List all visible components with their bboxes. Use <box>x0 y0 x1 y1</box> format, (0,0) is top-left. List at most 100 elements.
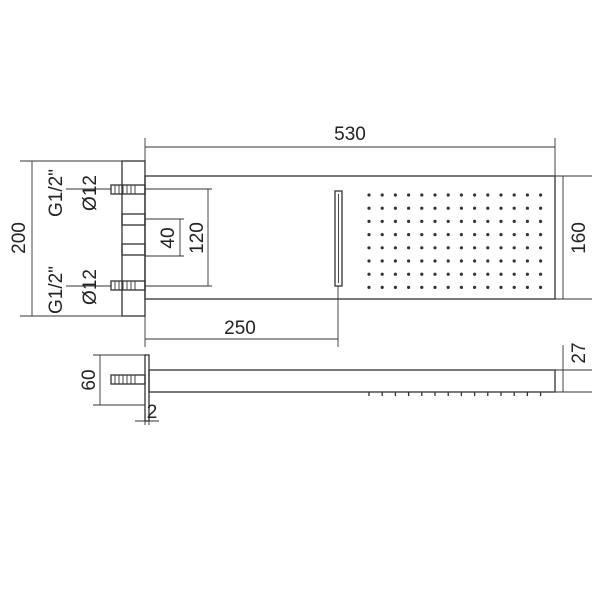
nozzle-dot <box>459 259 463 263</box>
dim-side-depth-label: 27 <box>569 342 590 363</box>
pipe-diameter-top-label: Ø12 <box>80 175 101 211</box>
nozzle-dot <box>367 219 371 223</box>
nozzle-dot <box>446 193 450 197</box>
dim-side-offset: 2 <box>135 402 159 425</box>
nozzle-dot <box>380 259 384 263</box>
nozzle-dot <box>539 272 543 276</box>
dim-total-length-label: 530 <box>334 124 366 145</box>
nozzle-dot <box>539 285 543 289</box>
dim-side-height: 60 <box>79 354 145 406</box>
nozzle-dot <box>473 193 477 197</box>
dim-side-height-label: 60 <box>79 369 100 390</box>
nozzle-dot <box>473 206 477 210</box>
nozzle-dot <box>473 246 477 250</box>
nozzle-dot <box>446 206 450 210</box>
nozzle-grid <box>367 193 543 289</box>
nozzle-dot <box>433 233 437 237</box>
nozzle-dot <box>446 272 450 276</box>
thread-top-label: G1/2" <box>46 169 67 217</box>
nozzle-dot <box>433 193 437 197</box>
nozzle-dot <box>499 206 503 210</box>
nozzle-dot <box>393 246 397 250</box>
nozzle-dot <box>380 206 384 210</box>
nozzle-dot <box>486 193 490 197</box>
nozzle-dot <box>446 285 450 289</box>
nozzle-dot <box>393 219 397 223</box>
nozzle-dot <box>486 233 490 237</box>
nozzle-dot <box>367 233 371 237</box>
shower-head-outline <box>144 175 556 300</box>
nozzle-dot <box>459 193 463 197</box>
nozzle-dot <box>499 285 503 289</box>
nozzle-dot <box>367 193 371 197</box>
nozzle-dot <box>393 233 397 237</box>
nozzle-dot <box>525 246 530 250</box>
nozzle-dot <box>420 219 424 223</box>
dim-pipe-spacing-inner: 40 <box>145 218 184 257</box>
dim-side-depth: 27 <box>555 342 592 393</box>
nozzle-dot <box>512 219 516 223</box>
nozzle-dot <box>512 246 516 250</box>
nozzle-dot <box>380 193 384 197</box>
thread-bottom-label: G1/2" <box>46 266 67 314</box>
nozzle-dot <box>446 233 450 237</box>
inlet-pipe-mid-upper <box>121 213 146 226</box>
dim-side-offset-label: 2 <box>147 402 158 423</box>
nozzle-dot <box>420 193 424 197</box>
nozzle-dot <box>459 206 463 210</box>
nozzle-dot <box>499 259 503 263</box>
side-view: 60 27 2 <box>79 342 592 425</box>
nozzle-dot <box>539 206 543 210</box>
nozzle-dot <box>380 233 384 237</box>
nozzle-dot <box>459 285 463 289</box>
nozzle-dot <box>393 193 397 197</box>
nozzle-dot <box>433 246 437 250</box>
nozzle-dot <box>446 219 450 223</box>
waterfall-slot <box>334 190 343 287</box>
nozzle-dot <box>367 259 371 263</box>
nozzle-dot <box>433 272 437 276</box>
dim-total-height-label: 200 <box>9 222 30 254</box>
nozzle-dot <box>539 193 543 197</box>
nozzle-dot <box>407 246 411 250</box>
nozzle-dot <box>420 233 424 237</box>
dim-head-height-label: 160 <box>569 222 590 254</box>
nozzle-dot <box>539 259 543 263</box>
nozzle-dot <box>420 272 424 276</box>
nozzle-dot <box>512 233 516 237</box>
nozzle-dot <box>433 259 437 263</box>
nozzle-dot <box>486 259 490 263</box>
nozzle-dot <box>512 285 516 289</box>
nozzle-dot <box>393 206 397 210</box>
dim-arm-length: 250 <box>144 286 339 347</box>
nozzle-dot <box>433 285 437 289</box>
nozzle-dot <box>486 272 490 276</box>
nozzle-dot <box>525 272 530 276</box>
nozzle-dot <box>525 193 530 197</box>
nozzle-dot <box>525 219 530 223</box>
nozzle-dot <box>539 246 543 250</box>
nozzle-dot <box>393 272 397 276</box>
nozzle-dot <box>420 246 424 250</box>
pipe-diameter-bottom-label: Ø12 <box>80 269 101 305</box>
top-view: 530 160 200 G1/2" Ø12 G1/2" Ø12 40 <box>9 124 592 347</box>
inlet-pipe-bottom <box>110 280 146 291</box>
nozzle-dot <box>420 206 424 210</box>
nozzle-dot <box>407 285 411 289</box>
nozzle-dot <box>499 193 503 197</box>
nozzle-dot <box>446 246 450 250</box>
nozzle-dot <box>367 285 371 289</box>
nozzle-dot <box>367 272 371 276</box>
nozzle-dot <box>539 233 543 237</box>
nozzle-dot <box>393 285 397 289</box>
dim-total-height: 200 <box>9 160 122 317</box>
dim-pipe-spacing-outer-label: 120 <box>187 222 208 254</box>
nozzle-dot <box>459 219 463 223</box>
dim-head-height: 160 <box>555 175 592 300</box>
inlet-pipe-top <box>110 184 146 195</box>
nozzle-dot <box>486 219 490 223</box>
dim-pipe-spacing-inner-label: 40 <box>158 227 179 248</box>
side-head-body <box>148 369 556 393</box>
nozzle-dot <box>407 233 411 237</box>
